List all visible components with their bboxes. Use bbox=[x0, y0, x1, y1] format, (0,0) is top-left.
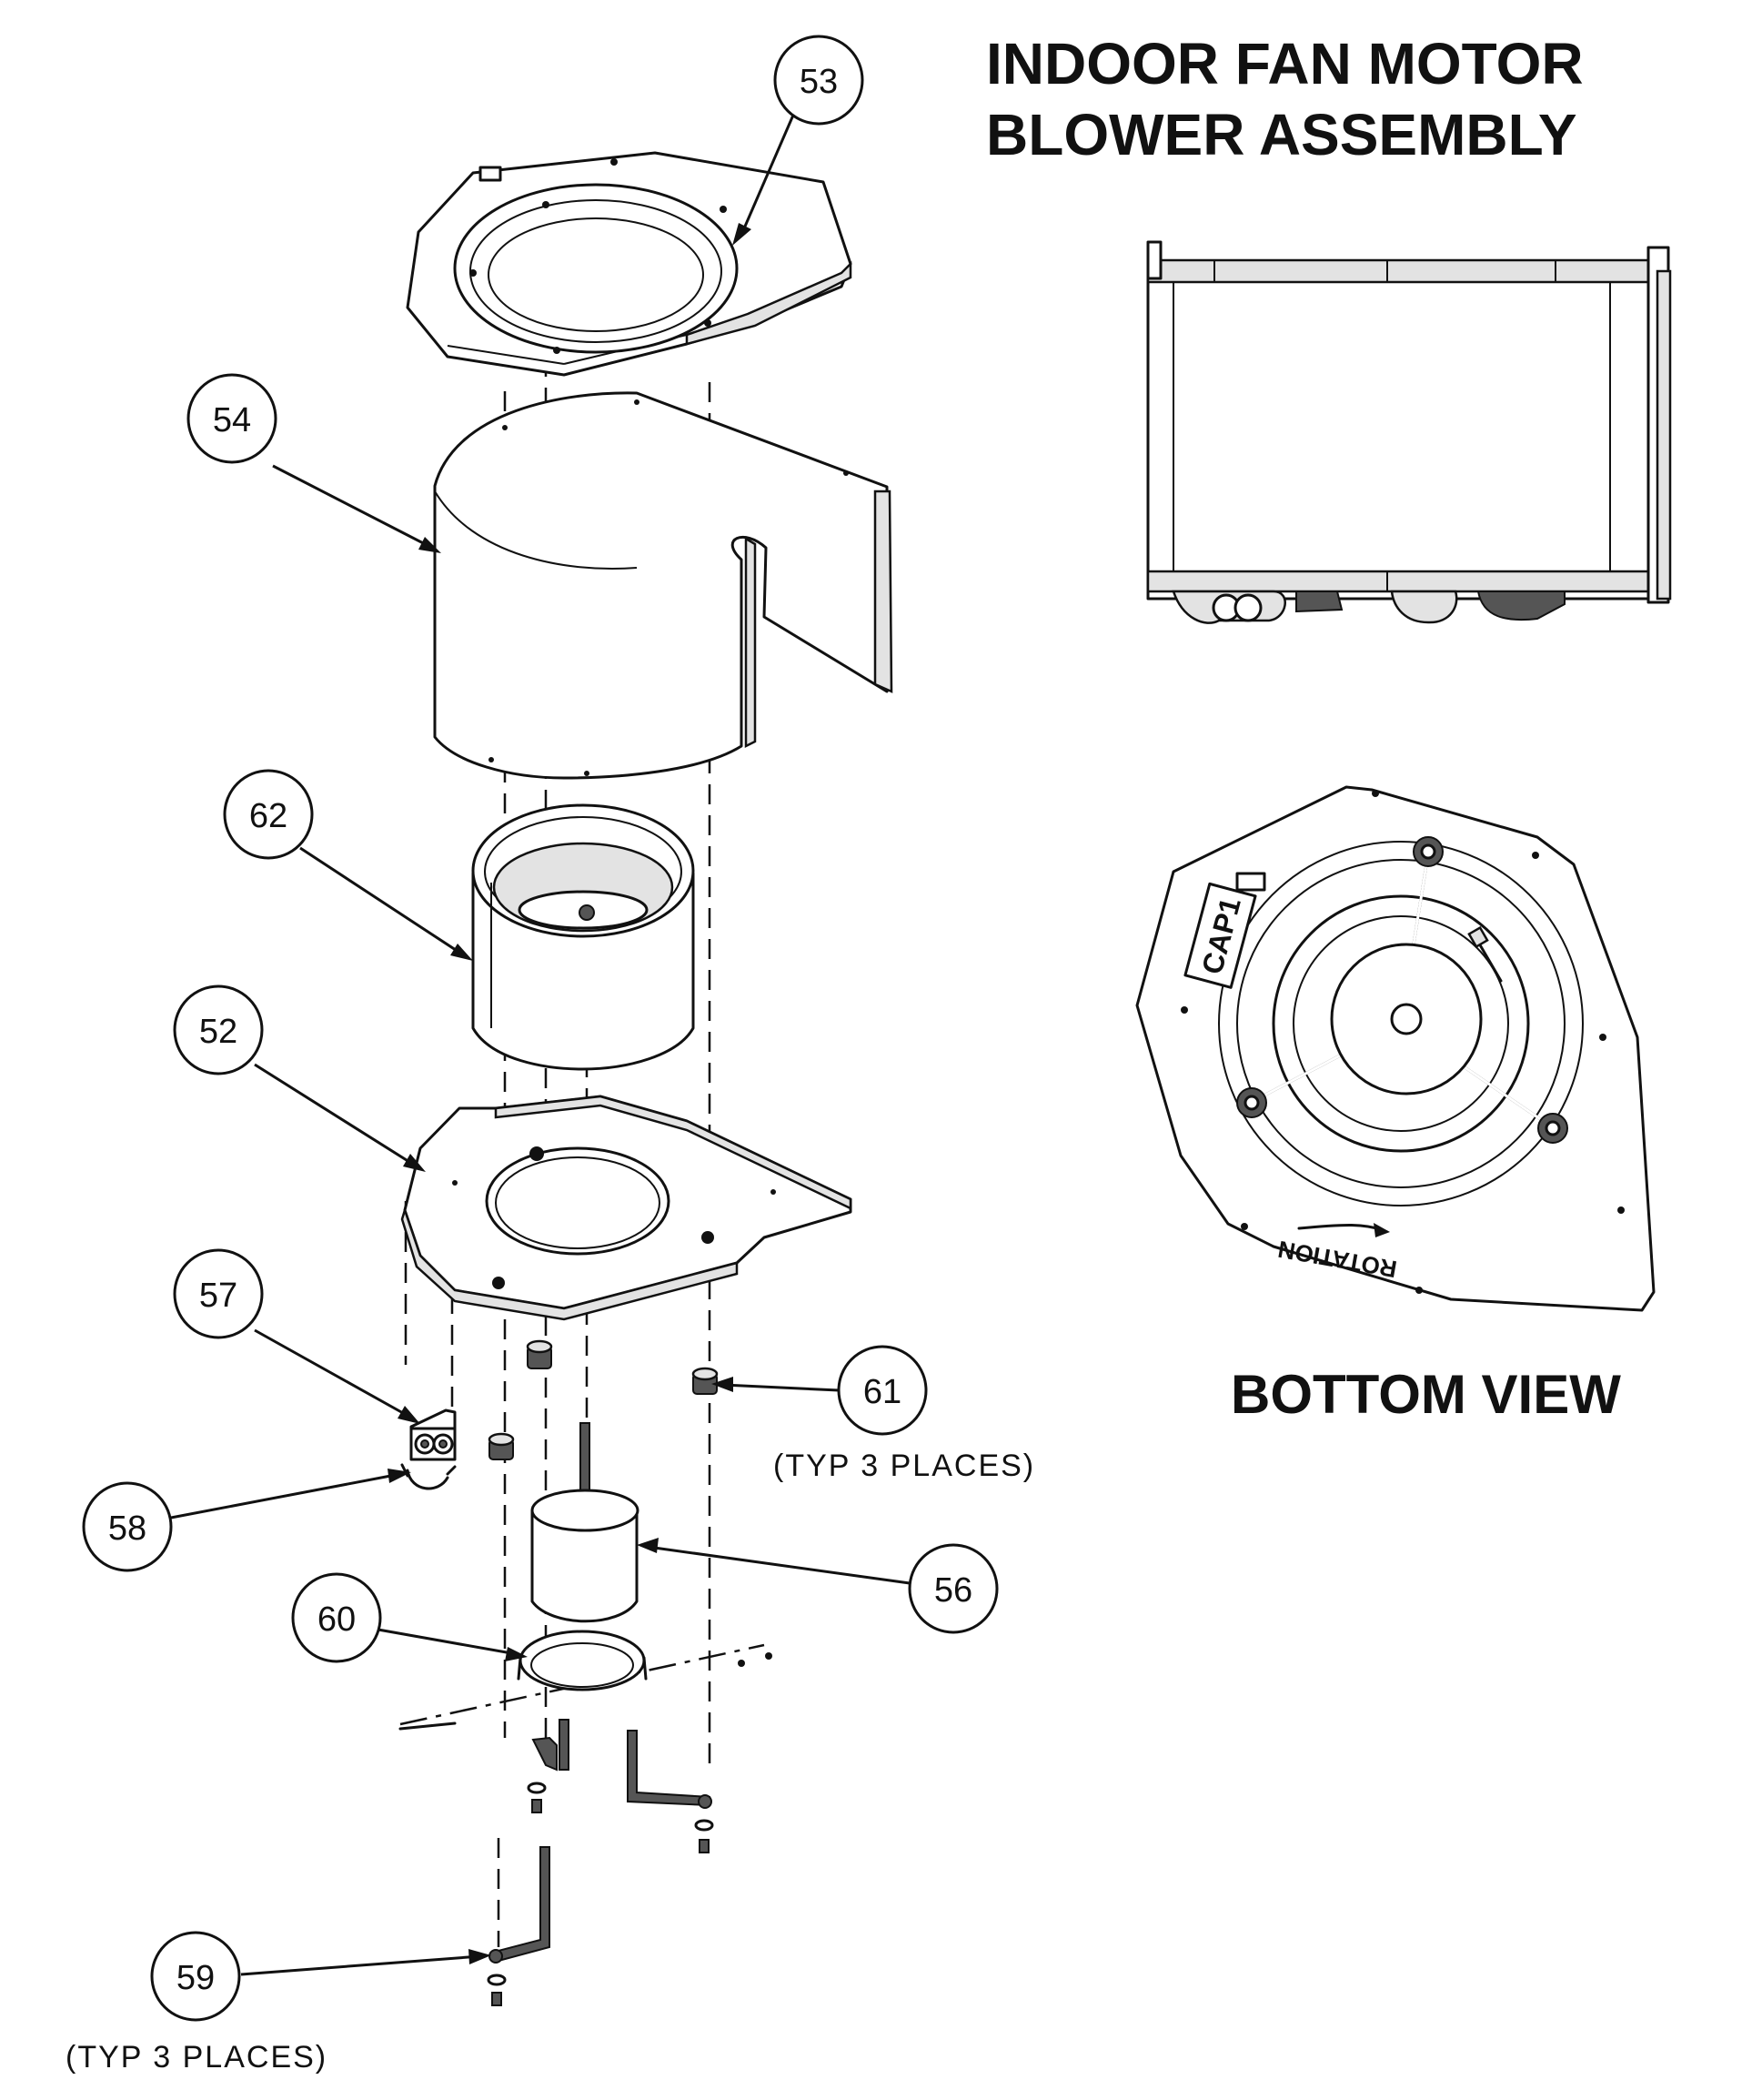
callout-56-number: 56 bbox=[934, 1571, 972, 1610]
callout-56: 56 bbox=[637, 1538, 999, 1634]
callout-59: 59 bbox=[150, 1931, 491, 2022]
exploded-view bbox=[398, 151, 893, 2006]
motor-mount-grommets bbox=[488, 1339, 719, 1460]
callout-60-number: 60 bbox=[317, 1600, 356, 1639]
fan-motor bbox=[530, 1422, 639, 1623]
callout-61-number: 61 bbox=[863, 1373, 901, 1411]
callout-52: 52 bbox=[173, 984, 426, 1172]
callout-52-number: 52 bbox=[199, 1013, 237, 1051]
callout-57-number: 57 bbox=[199, 1277, 237, 1315]
motor-mounting-band bbox=[517, 1630, 648, 1691]
callout-62-number: 62 bbox=[249, 797, 287, 835]
grommet-3 bbox=[691, 1367, 719, 1395]
mount-arm-3 bbox=[627, 1730, 714, 1853]
capacitor bbox=[409, 1408, 457, 1461]
motor-mount-arms bbox=[487, 1719, 714, 2006]
bottom-view-label: BOTTOM VIEW bbox=[1231, 1364, 1621, 1425]
callout-54: 54 bbox=[186, 373, 441, 553]
grommet-2 bbox=[488, 1432, 515, 1460]
mount-arm-2 bbox=[527, 1719, 569, 1813]
capacitor-bracket bbox=[400, 1463, 457, 1490]
top-scroll-plate bbox=[406, 151, 852, 377]
diagram-title-line-2: BLOWER ASSEMBLY bbox=[986, 102, 1577, 167]
bottom-view: CAP1 ROTATION bbox=[1135, 785, 1656, 1312]
mount-arm-1 bbox=[487, 1846, 550, 2006]
callout-58-number: 58 bbox=[108, 1509, 146, 1548]
callout-61-note: (TYP 3 PLACES) bbox=[773, 1449, 1035, 1483]
side-view bbox=[1146, 240, 1672, 624]
capacitor-label-box: CAP1 bbox=[1183, 882, 1257, 989]
callout-60: 60 bbox=[291, 1572, 528, 1663]
scroll-wrapper bbox=[433, 391, 893, 780]
callout-57: 57 bbox=[173, 1248, 420, 1424]
band-bolt bbox=[398, 1652, 772, 1731]
callout-59-note: (TYP 3 PLACES) bbox=[65, 2040, 327, 2075]
callout-53: 53 bbox=[732, 35, 864, 246]
callout-62: 62 bbox=[223, 769, 473, 961]
blower-wheel bbox=[471, 803, 695, 1071]
grommet-1 bbox=[526, 1339, 553, 1369]
callout-61: 61 bbox=[711, 1345, 928, 1436]
side-view-underside bbox=[1172, 590, 1566, 624]
callout-58: 58 bbox=[82, 1469, 411, 1572]
callouts: 53 54 62 52 57 bbox=[65, 35, 1035, 2075]
callout-59-number: 59 bbox=[176, 1959, 215, 1997]
callout-53-number: 53 bbox=[800, 63, 838, 101]
diagram-title-line-1: INDOOR FAN MOTOR bbox=[986, 31, 1584, 96]
callout-54-number: 54 bbox=[213, 401, 251, 439]
bottom-scroll-plate bbox=[400, 1095, 852, 1321]
